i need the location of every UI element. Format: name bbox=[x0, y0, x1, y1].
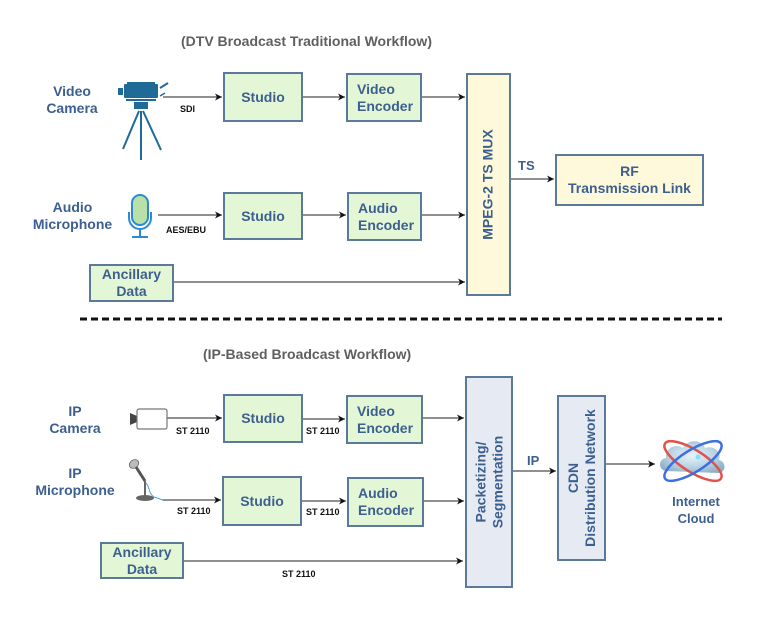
rf-transmission-link-box[interactable]: RF Transmission Link bbox=[555, 154, 704, 206]
ip-video-encoder-box[interactable]: Video Encoder bbox=[346, 395, 423, 444]
ip-connection-label: IP bbox=[527, 453, 540, 468]
cdn-line2: Distribution Network bbox=[581, 409, 598, 547]
audio-encoder-line2: Encoder bbox=[358, 216, 415, 233]
audio-microphone-label-line2: Microphone bbox=[32, 216, 113, 232]
ip-ancillary-data-line2: Data bbox=[126, 560, 158, 577]
aes-ebu-signal-label: AES/EBU bbox=[166, 225, 207, 235]
ts-connection-label: TS bbox=[518, 158, 535, 173]
stand-microphone-icon bbox=[128, 459, 164, 501]
video-camera-label-line2: Camera bbox=[46, 100, 98, 116]
ip-camera-label-line2: Camera bbox=[49, 420, 101, 436]
ip-camera-label-line1: IP bbox=[68, 403, 82, 419]
packetizer-line1: Packetizing/ bbox=[472, 441, 489, 523]
ip-microphone-label: IP Microphone bbox=[30, 465, 120, 499]
st2110-studio-video-signal-label: ST 2110 bbox=[306, 426, 340, 436]
mpeg2-ts-mux-label: MPEG-2 TS MUX bbox=[480, 129, 496, 240]
audio-encoder-box[interactable]: Audio Encoder bbox=[347, 192, 422, 241]
video-encoder-box[interactable]: Video Encoder bbox=[346, 73, 422, 122]
ip-audio-encoder-line1: Audio bbox=[358, 485, 398, 501]
ip-microphone-label-line2: Microphone bbox=[35, 482, 115, 498]
packetizing-segmentation-box[interactable]: Packetizing/ Segmentation bbox=[465, 376, 513, 588]
st2110-mic-signal-label: ST 2110 bbox=[177, 506, 211, 516]
st2110-studio-audio-signal-label: ST 2110 bbox=[306, 507, 340, 517]
ip-studio-box-audio[interactable]: Studio bbox=[222, 476, 302, 526]
audio-microphone-label: Audio Microphone bbox=[25, 199, 120, 233]
sdi-signal-label: SDI bbox=[180, 104, 196, 114]
packetizer-line2: Segmentation bbox=[489, 435, 506, 529]
traditional-workflow-title: (DTV Broadcast Traditional Workflow) bbox=[181, 33, 432, 49]
ip-studio-box-audio-label: Studio bbox=[240, 492, 284, 509]
internet-cloud-label-line1: Internet bbox=[672, 494, 720, 509]
ancillary-data-line1: Ancillary bbox=[101, 266, 162, 282]
ip-ancillary-data-line1: Ancillary bbox=[112, 543, 172, 560]
ip-audio-encoder-line2: Encoder bbox=[358, 502, 415, 518]
video-camera-tripod-icon bbox=[118, 82, 169, 160]
ip-video-encoder-line2: Encoder bbox=[357, 419, 414, 436]
internet-cloud-label-line2: Cloud bbox=[677, 511, 715, 526]
studio-box-video[interactable]: Studio bbox=[223, 72, 303, 122]
cdn-distribution-network-box[interactable]: CDN Distribution Network bbox=[557, 395, 606, 561]
video-camera-label: Video Camera bbox=[42, 83, 102, 117]
ip-studio-box-video-label: Studio bbox=[241, 410, 285, 426]
studio-box-audio[interactable]: Studio bbox=[223, 192, 303, 240]
ancillary-data-box[interactable]: Ancillary Data bbox=[89, 264, 174, 302]
ip-camera-icon bbox=[130, 408, 168, 430]
video-encoder-line2: Encoder bbox=[357, 97, 414, 114]
studio-box-video-label: Studio bbox=[241, 88, 285, 105]
cdn-line1: CDN bbox=[564, 462, 581, 494]
ip-studio-box-video[interactable]: Studio bbox=[223, 394, 303, 443]
video-encoder-line1: Video bbox=[357, 80, 395, 97]
ancillary-data-line2: Data bbox=[116, 283, 147, 299]
microphone-icon bbox=[128, 194, 152, 238]
ip-camera-label: IP Camera bbox=[45, 403, 105, 437]
ip-workflow-title: (IP-Based Broadcast Workflow) bbox=[203, 346, 412, 362]
internet-cloud-icon bbox=[660, 439, 725, 483]
video-camera-label-line1: Video bbox=[53, 83, 91, 99]
mpeg2-ts-mux-box[interactable]: MPEG-2 TS MUX bbox=[466, 73, 511, 296]
ip-microphone-label-line1: IP bbox=[68, 465, 82, 481]
rf-line2: Transmission Link bbox=[568, 180, 691, 196]
ip-ancillary-data-box[interactable]: Ancillary Data bbox=[100, 542, 184, 579]
st2110-ancillary-signal-label: ST 2110 bbox=[282, 569, 316, 579]
audio-microphone-label-line1: Audio bbox=[52, 199, 93, 215]
internet-cloud-label: Internet Cloud bbox=[661, 493, 731, 527]
rf-line1: RF bbox=[620, 163, 639, 179]
studio-box-audio-label: Studio bbox=[241, 207, 285, 224]
ip-video-encoder-line1: Video bbox=[357, 402, 395, 419]
audio-encoder-line1: Audio bbox=[358, 199, 398, 216]
ip-audio-encoder-box[interactable]: Audio Encoder bbox=[347, 477, 424, 527]
st2110-camera-signal-label: ST 2110 bbox=[176, 426, 210, 436]
